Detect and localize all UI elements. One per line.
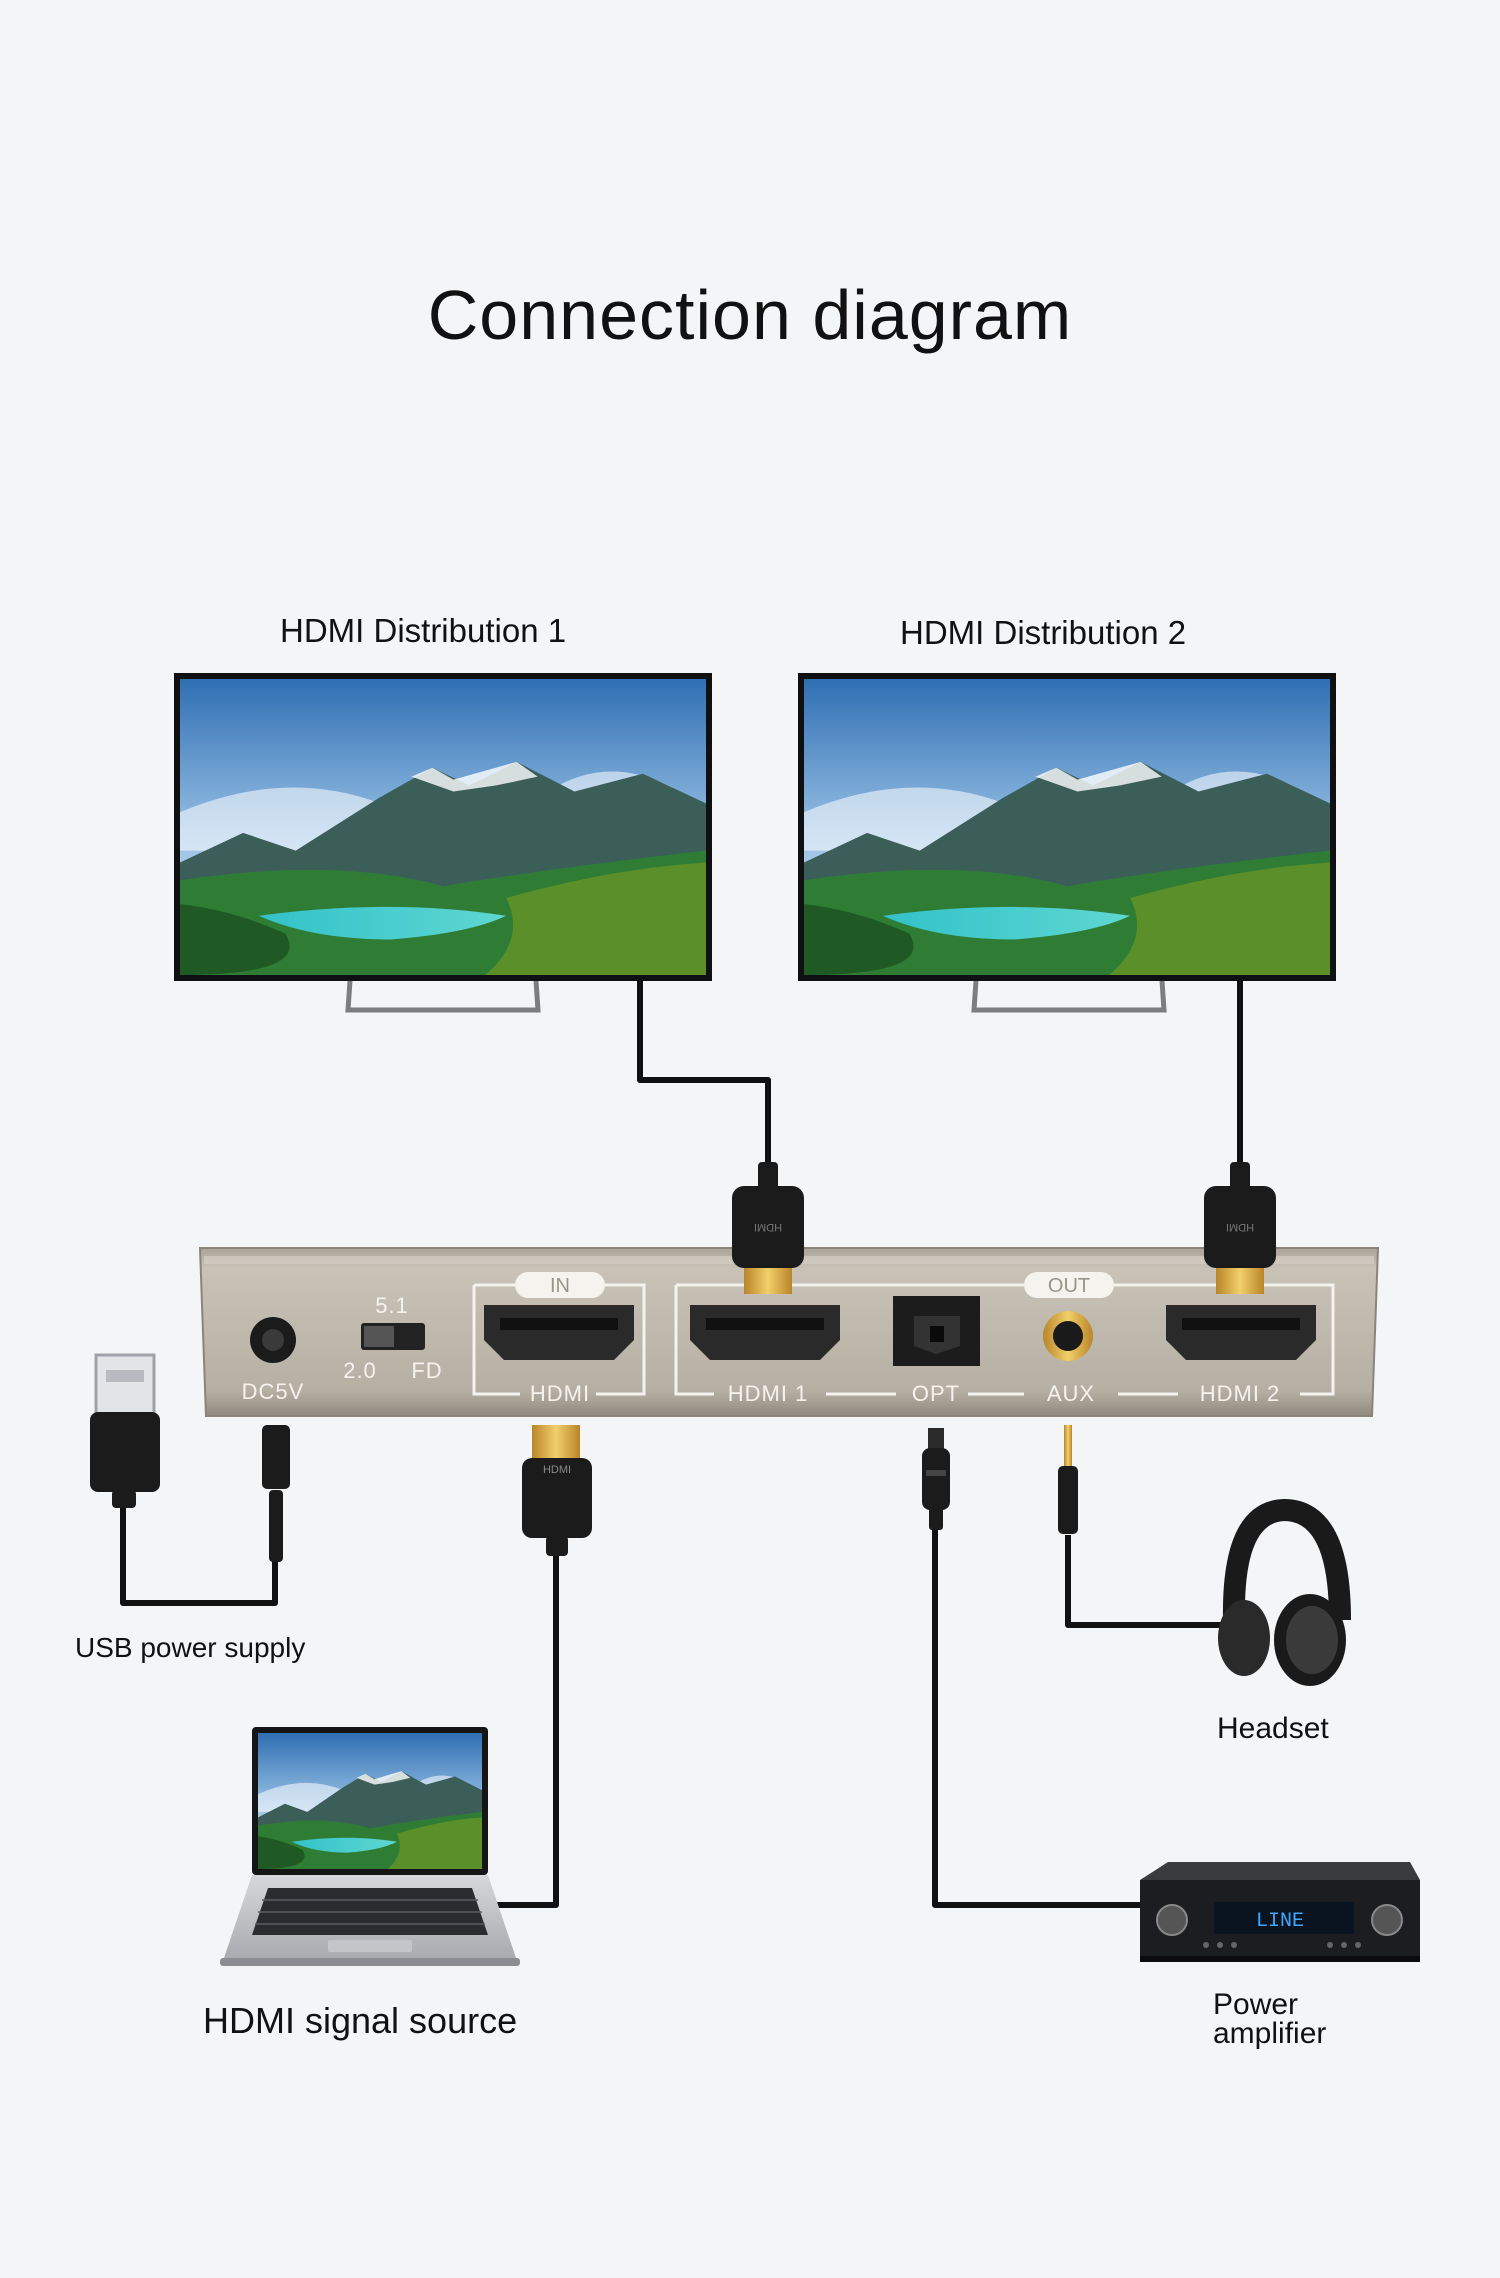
label-hdmi-distribution-1: HDMI Distribution 1 <box>280 612 567 649</box>
hdmi-plug-in: HDMI <box>522 1425 592 1556</box>
label-hdmi-1: HDMI 1 <box>728 1381 809 1406</box>
hdmi-1-port[interactable] <box>690 1305 840 1360</box>
optical-plug <box>922 1428 950 1530</box>
label-hdmi-distribution-2: HDMI Distribution 2 <box>900 614 1187 651</box>
tv2-stand <box>971 980 1167 1013</box>
label-in: IN <box>550 1275 570 1297</box>
tv-hdmi-distribution-1 <box>174 673 712 1013</box>
label-hdmi-2: HDMI 2 <box>1200 1381 1281 1406</box>
amp-knob-left <box>1156 1904 1188 1936</box>
label-power-amplifier-line1: Power <box>1213 1988 1299 2021</box>
in-bracket <box>472 1283 646 1396</box>
label-hdmi-signal-source: HDMI signal source <box>203 2000 518 2041</box>
amp-display-text: LINE <box>1256 1910 1304 1933</box>
label-usb-power-supply: USB power supply <box>75 1632 306 1663</box>
amp-display <box>1214 1902 1354 1934</box>
cable-dist1-to-hdmi1 <box>637 978 771 1180</box>
label-mode-51: 5.1 <box>375 1293 409 1318</box>
plug-text-out-1: HDMI <box>754 1221 782 1233</box>
tv1-screen-image <box>180 679 706 975</box>
aux-plug <box>1058 1425 1078 1534</box>
label-out: OUT <box>1048 1275 1090 1297</box>
power-amplifier: LINE <box>1140 1862 1420 1962</box>
headset <box>1218 1498 1351 1686</box>
cables <box>120 978 1243 1908</box>
usb-power-supply <box>90 1353 290 1562</box>
dc-barrel-plug <box>262 1425 290 1489</box>
tv2-screen-image <box>804 679 1330 975</box>
label-power-amplifier: Power amplifier <box>1213 1988 1327 2050</box>
hdmi-plug-out-1: HDMI <box>732 1162 804 1294</box>
label-mode-fd: FD <box>411 1358 442 1383</box>
tv-hdmi-distribution-2 <box>798 673 1336 1013</box>
out-bracket <box>674 1283 1335 1396</box>
label-aux: AUX <box>1047 1381 1095 1406</box>
label-dc5v: DC5V <box>242 1379 305 1404</box>
cable-source-to-hdmi-in <box>480 1550 559 1908</box>
plug-text-out-2: HDMI <box>1226 1221 1254 1233</box>
hdmi-plug-out-2: HDMI <box>1204 1162 1276 1294</box>
cable-aux-to-headset <box>1065 1535 1225 1628</box>
label-hdmi-in: HDMI <box>530 1381 590 1406</box>
tv1-stand <box>345 980 541 1013</box>
hdmi-2-port[interactable] <box>1166 1305 1316 1360</box>
hdmi-in-port[interactable] <box>484 1305 634 1360</box>
label-headset: Headset <box>1217 1712 1329 1745</box>
aux-port[interactable] <box>1043 1311 1093 1361</box>
laptop-screen-image <box>258 1733 482 1869</box>
label-opt: OPT <box>912 1381 960 1406</box>
amp-knob-right <box>1371 1904 1403 1936</box>
laptop-hdmi-source <box>220 1727 520 1966</box>
cable-usb-to-dc <box>120 1505 278 1606</box>
label-mode-20: 2.0 <box>343 1358 377 1383</box>
plug-text-in: HDMI <box>543 1464 571 1476</box>
cable-opt-to-amplifier <box>932 1530 1140 1908</box>
page-title: Connection diagram <box>427 276 1073 354</box>
label-power-amplifier-line2: amplifier <box>1213 2017 1327 2050</box>
optical-port[interactable] <box>893 1296 980 1366</box>
